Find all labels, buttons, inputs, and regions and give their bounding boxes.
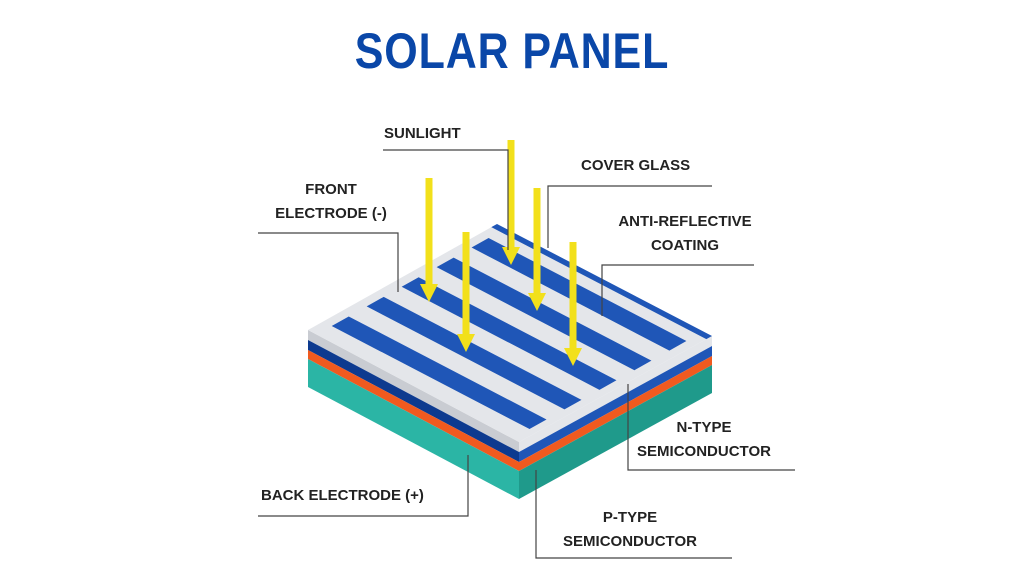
sunlight-arrow-shaft xyxy=(462,232,470,336)
label-front-electrode-line2: ELECTRODE (-) xyxy=(275,205,387,222)
leader-line xyxy=(383,149,509,250)
anti-reflective-stripe xyxy=(366,296,582,410)
label-p-type-line2: SEMICONDUCTOR xyxy=(563,533,697,550)
label-n-type: N-TYPE SEMICONDUCTOR xyxy=(634,416,774,464)
page-title: SOLAR PANEL xyxy=(354,23,670,79)
label-p-type: P-TYPE SEMICONDUCTOR xyxy=(560,506,700,554)
orange-layer-side-left xyxy=(308,350,519,471)
sunlight-arrow-shaft xyxy=(533,188,541,295)
label-back-electrode: BACK ELECTRODE (+) xyxy=(261,487,424,504)
label-n-type-line2: SEMICONDUCTOR xyxy=(637,443,771,460)
p-type-layer-side-right xyxy=(519,365,712,499)
cover-glass-side-left xyxy=(308,330,519,452)
anti-reflective-stripe xyxy=(471,238,687,351)
sunlight-arrow-shaft xyxy=(425,178,433,286)
orange-layer-side-right xyxy=(519,356,712,471)
label-anti-reflective: ANTI-REFLECTIVE COATING xyxy=(605,210,765,258)
label-anti-reflective-line2: COATING xyxy=(650,237,720,254)
n-type-layer-side-left xyxy=(308,340,519,462)
label-anti-reflective-line1: ANTI-REFLECTIVE xyxy=(618,213,752,230)
sunlight-arrow-head xyxy=(564,348,582,366)
p-type-layer-side-left xyxy=(308,359,519,499)
sunlight-arrow-head xyxy=(420,284,438,302)
label-cover-glass: COVER GLASS xyxy=(581,157,691,174)
sunlight-arrow-head xyxy=(528,293,546,311)
label-sunlight: SUNLIGHT xyxy=(384,125,461,142)
sunlight-arrow-shaft xyxy=(569,242,577,350)
leader-line xyxy=(258,232,399,292)
leader-line xyxy=(535,470,732,559)
leader-line xyxy=(258,455,469,517)
leader-line xyxy=(627,384,795,471)
label-front-electrode-line1: FRONT xyxy=(305,181,357,198)
sunlight-arrow-shaft xyxy=(507,140,515,249)
leader-line xyxy=(601,264,754,316)
anti-reflective-stripe xyxy=(436,257,652,371)
sunlight-arrow-head xyxy=(502,247,520,265)
label-n-type-line1: N-TYPE xyxy=(676,419,732,436)
cover-glass-side-right xyxy=(519,336,712,452)
label-front-electrode: FRONT ELECTRODE (-) xyxy=(256,178,406,226)
label-p-type-line1: P-TYPE xyxy=(602,509,658,526)
n-type-layer-side-right xyxy=(519,346,712,462)
anti-reflective-stripe xyxy=(331,316,547,430)
leader-line xyxy=(547,185,712,248)
anti-reflective-stripe xyxy=(401,277,617,390)
sunlight-arrow-head xyxy=(457,334,475,352)
